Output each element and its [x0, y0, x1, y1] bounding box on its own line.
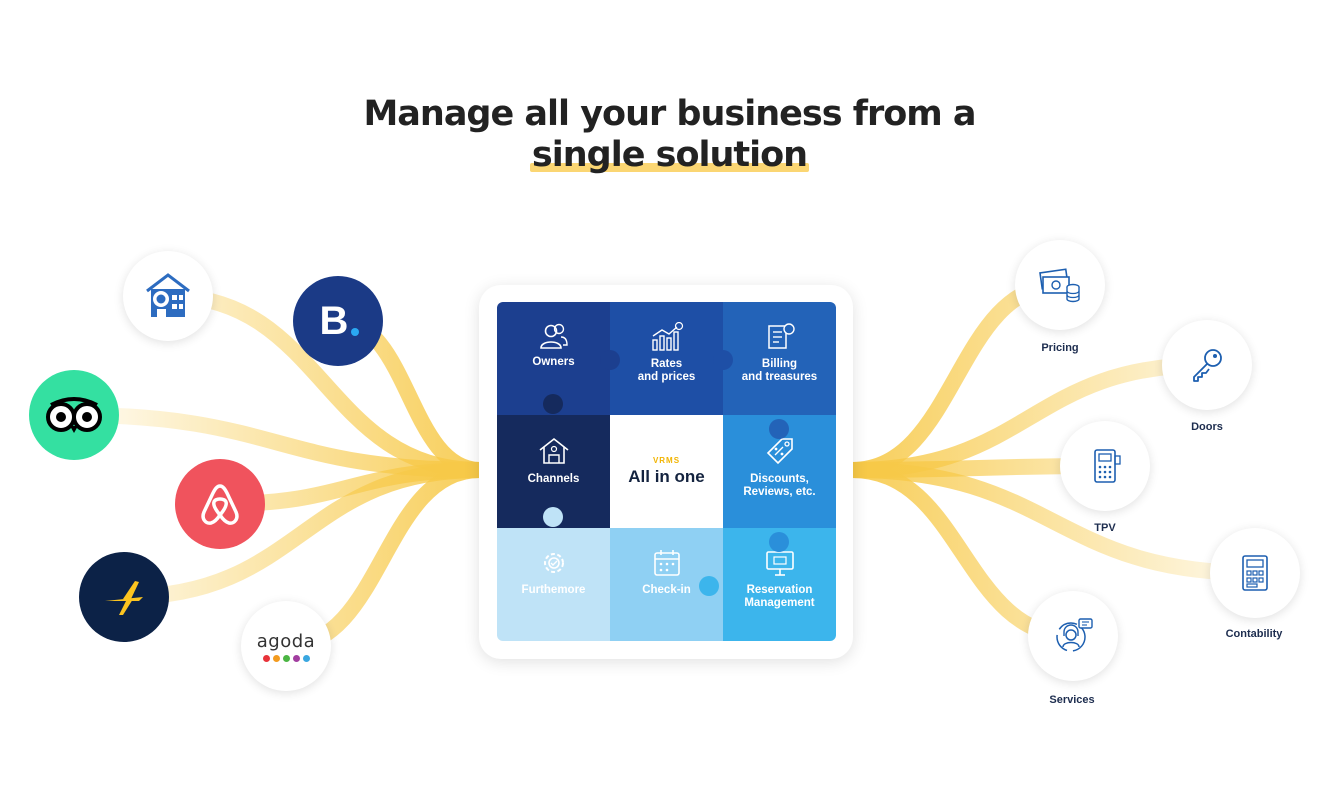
key-icon [1193, 349, 1222, 382]
tile-channels-label: Channels [527, 473, 580, 485]
agoda-dots [262, 654, 310, 662]
tile-reservation-label2: Management [744, 597, 815, 609]
feature-contability-label: Contability [1225, 628, 1283, 640]
airbnb-belo-icon [201, 484, 239, 525]
airbnb-logo [175, 459, 265, 549]
tile-discounts-label2: Reviews, etc. [743, 486, 816, 498]
support-icon [1056, 618, 1093, 652]
booking-logo: B [293, 276, 383, 366]
gear-icon [543, 553, 564, 573]
puzzle-knob [600, 350, 620, 370]
tile-furthemore-label: Furthemore [521, 584, 586, 596]
house-icon [539, 437, 568, 464]
puzzle-knob [699, 576, 719, 596]
tile-billing-label2: and treasures [741, 371, 818, 383]
feature-services-label: Services [1049, 694, 1095, 706]
feature-doors-label: Doors [1191, 421, 1223, 433]
puzzle-knob [587, 576, 607, 596]
booking-dot [351, 328, 359, 336]
booking-logo-text: B [319, 298, 349, 343]
puzzle-knob [769, 419, 789, 439]
feature-services[interactable] [1028, 591, 1118, 681]
expedia-plane-icon [105, 581, 143, 615]
users-icon [539, 323, 568, 349]
puzzle-knob [769, 532, 789, 552]
tile-rates-label2: and prices [637, 371, 696, 383]
agoda-logo-text: agoda [256, 630, 316, 652]
tile-all-in-one: VRMS All in one [610, 415, 723, 528]
feature-pricing-label: Pricing [1041, 342, 1079, 354]
expedia-logo [79, 552, 169, 642]
center-main: All in one [628, 467, 705, 486]
feature-tpv[interactable] [1060, 421, 1150, 511]
feature-contability[interactable] [1210, 528, 1300, 618]
puzzle-knob [713, 350, 733, 370]
headline: Manage all your business from a single s… [0, 94, 1339, 176]
pos-terminal-icon [1094, 449, 1121, 483]
headline-line2: single solution [531, 135, 808, 175]
tripadvisor-logo [29, 370, 119, 460]
tile-checkin-label: Check-in [642, 584, 691, 596]
headline-line2-wrapper: single solution [529, 135, 810, 176]
feature-tpv-label: TPV [1094, 522, 1116, 534]
calculator-icon [1242, 555, 1268, 591]
tile-rates-label1: Rates [650, 358, 683, 370]
hostelworld-logo [123, 251, 213, 341]
computer-icon [765, 551, 794, 576]
calendar-icon [653, 550, 680, 576]
chart-icon [651, 322, 683, 351]
tripadvisor-owl-icon [46, 397, 102, 433]
tile-billing-label1: Billing [761, 358, 798, 370]
tile-owners-label: Owners [532, 356, 575, 368]
agoda-logo: agoda [241, 601, 331, 691]
hostelworld-house-icon [146, 273, 190, 317]
feature-ray [844, 462, 1263, 581]
puzzle-knob [543, 394, 563, 414]
channel-ray [116, 462, 488, 605]
headline-line1: Manage all your business from a [363, 94, 976, 134]
tile-reservation-label1: Reservation [746, 584, 813, 596]
feature-pricing[interactable] [1015, 240, 1105, 330]
tag-icon [766, 438, 793, 465]
feature-doors[interactable] [1162, 320, 1252, 410]
money-icon [1039, 268, 1080, 303]
puzzle-knob [543, 507, 563, 527]
tile-discounts-label1: Discounts, [750, 473, 809, 485]
center-sub: VRMS [652, 456, 681, 465]
invoice-icon [767, 323, 795, 349]
